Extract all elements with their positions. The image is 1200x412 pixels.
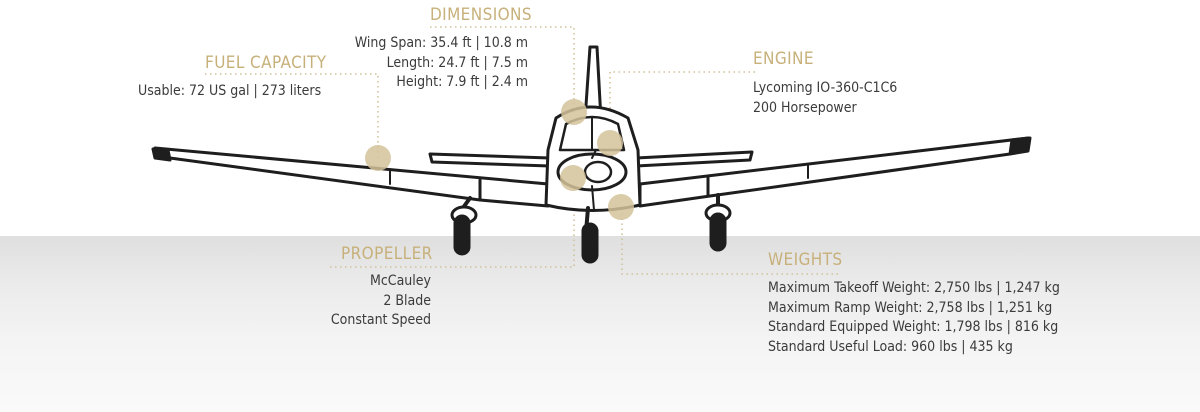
dimensions-line: Length: 24.7 ft | 7.5 m [386, 54, 528, 71]
fuel-capacity-heading: FUEL CAPACITY [205, 53, 327, 73]
right-wheel [709, 212, 727, 252]
engine-line: 200 Horsepower [753, 99, 857, 116]
engine-line: Lycoming IO-360-C1C6 [753, 80, 898, 96]
marker-dimensions [561, 99, 587, 125]
right-wing [638, 136, 1030, 208]
propeller-text: McCauley 2 Blade Constant Speed [331, 272, 431, 331]
marker-propeller [560, 165, 586, 191]
right-wingtip [1008, 136, 1032, 156]
propeller-line: Constant Speed [330, 312, 431, 328]
nose-wheel [581, 222, 599, 264]
floor-shadow [0, 236, 1200, 412]
weights-line: Maximum Takeoff Weight: 2,750 lbs | 1,24… [768, 280, 1060, 296]
dimensions-text: Wing Span: 35.4 ft | 10.8 m Length: 24.7… [355, 34, 528, 93]
prop-blade-bottom [591, 185, 595, 211]
weights-line: Maximum Ramp Weight: 2,758 lbs | 1,251 k… [768, 299, 1053, 316]
left-wheel [453, 214, 471, 256]
dimensions-line: Height: 7.9 ft | 2.4 m [396, 74, 528, 90]
left-stabilizer [428, 152, 552, 168]
dimensions-heading: DIMENSIONS [430, 5, 532, 25]
left-wingtip [151, 147, 172, 162]
weights-line: Standard Useful Load: 960 lbs | 435 kg [768, 338, 1013, 355]
weights-line: Standard Equipped Weight: 1,798 lbs | 81… [768, 319, 1059, 335]
fuel-line: Usable: 72 US gal | 273 liters [138, 83, 322, 99]
weights-text: Maximum Takeoff Weight: 2,750 lbs | 1,24… [768, 279, 1060, 357]
engine-text: Lycoming IO-360-C1C6 200 Horsepower [753, 79, 897, 118]
prop-blade-top [591, 149, 597, 159]
weights-heading: WEIGHTS [768, 250, 843, 270]
marker-fuel [365, 145, 391, 171]
propeller-line: 2 Blade [383, 292, 431, 309]
airplane [151, 45, 1032, 264]
right-stabilizer [634, 150, 754, 168]
leader-propeller [330, 178, 575, 268]
marker-weights [608, 194, 634, 220]
leader-weights [621, 208, 838, 275]
propeller-line: McCauley [370, 273, 431, 289]
markers [365, 99, 634, 220]
marker-engine [597, 130, 623, 156]
fuel-capacity-text: Usable: 72 US gal | 273 liters [138, 82, 321, 102]
engine-heading: ENGINE [753, 49, 814, 69]
spinner [583, 160, 613, 184]
dimensions-line: Wing Span: 35.4 ft | 10.8 m [354, 35, 528, 51]
propeller-heading: PROPELLER [341, 244, 433, 264]
